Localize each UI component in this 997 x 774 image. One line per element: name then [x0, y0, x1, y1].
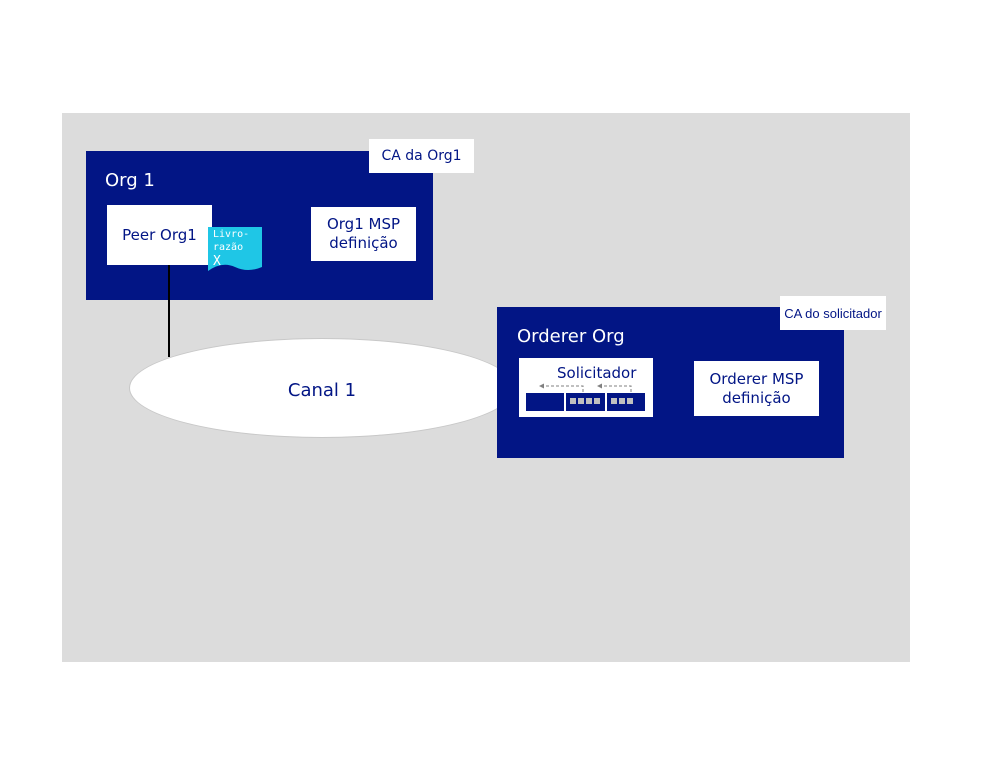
ledger-label-line2: razão: [213, 242, 244, 253]
orderer-msp-box[interactable]: Orderer MSP definição: [694, 361, 819, 416]
peer-org1-node[interactable]: Peer Org1: [107, 205, 212, 265]
orderer-org-title: Orderer Org: [517, 326, 625, 347]
orderer-ca-label: CA do solicitador: [780, 296, 886, 330]
block-cell: [619, 398, 625, 404]
block-queue-empty: [526, 393, 564, 411]
block-cell: [627, 398, 633, 404]
orderer-msp-line2: definição: [722, 388, 791, 407]
ledger-label-line3: X: [213, 254, 221, 269]
ledger-label-line1: Livro-: [213, 229, 250, 240]
block-cell: [611, 398, 617, 404]
block-cell: [578, 398, 584, 404]
peer-org1-label: Peer Org1: [122, 226, 197, 244]
ledger-label: Livro- razão X: [213, 228, 261, 269]
block-queue-partial: [607, 393, 645, 411]
orderer-msp-line1: Orderer MSP: [709, 369, 804, 388]
block-cell: [586, 398, 592, 404]
block-arrows-icon: [539, 383, 632, 392]
channel-label: Canal 1: [287, 380, 357, 401]
ledger-icon[interactable]: [208, 227, 262, 273]
orderer-label: Solicitador: [557, 364, 637, 382]
org1-msp-line1: Org1 MSP: [326, 215, 401, 233]
org1-ca-label: CA da Org1: [369, 139, 474, 173]
block-cell: [570, 398, 576, 404]
org1-title: Org 1: [105, 170, 155, 191]
org1-msp-line2: definição: [329, 234, 398, 252]
org1-msp-box[interactable]: Org1 MSP definição: [311, 207, 416, 261]
peer-channel-connector: [168, 265, 170, 357]
block-cell: [594, 398, 600, 404]
block-queue-full: [566, 393, 605, 411]
